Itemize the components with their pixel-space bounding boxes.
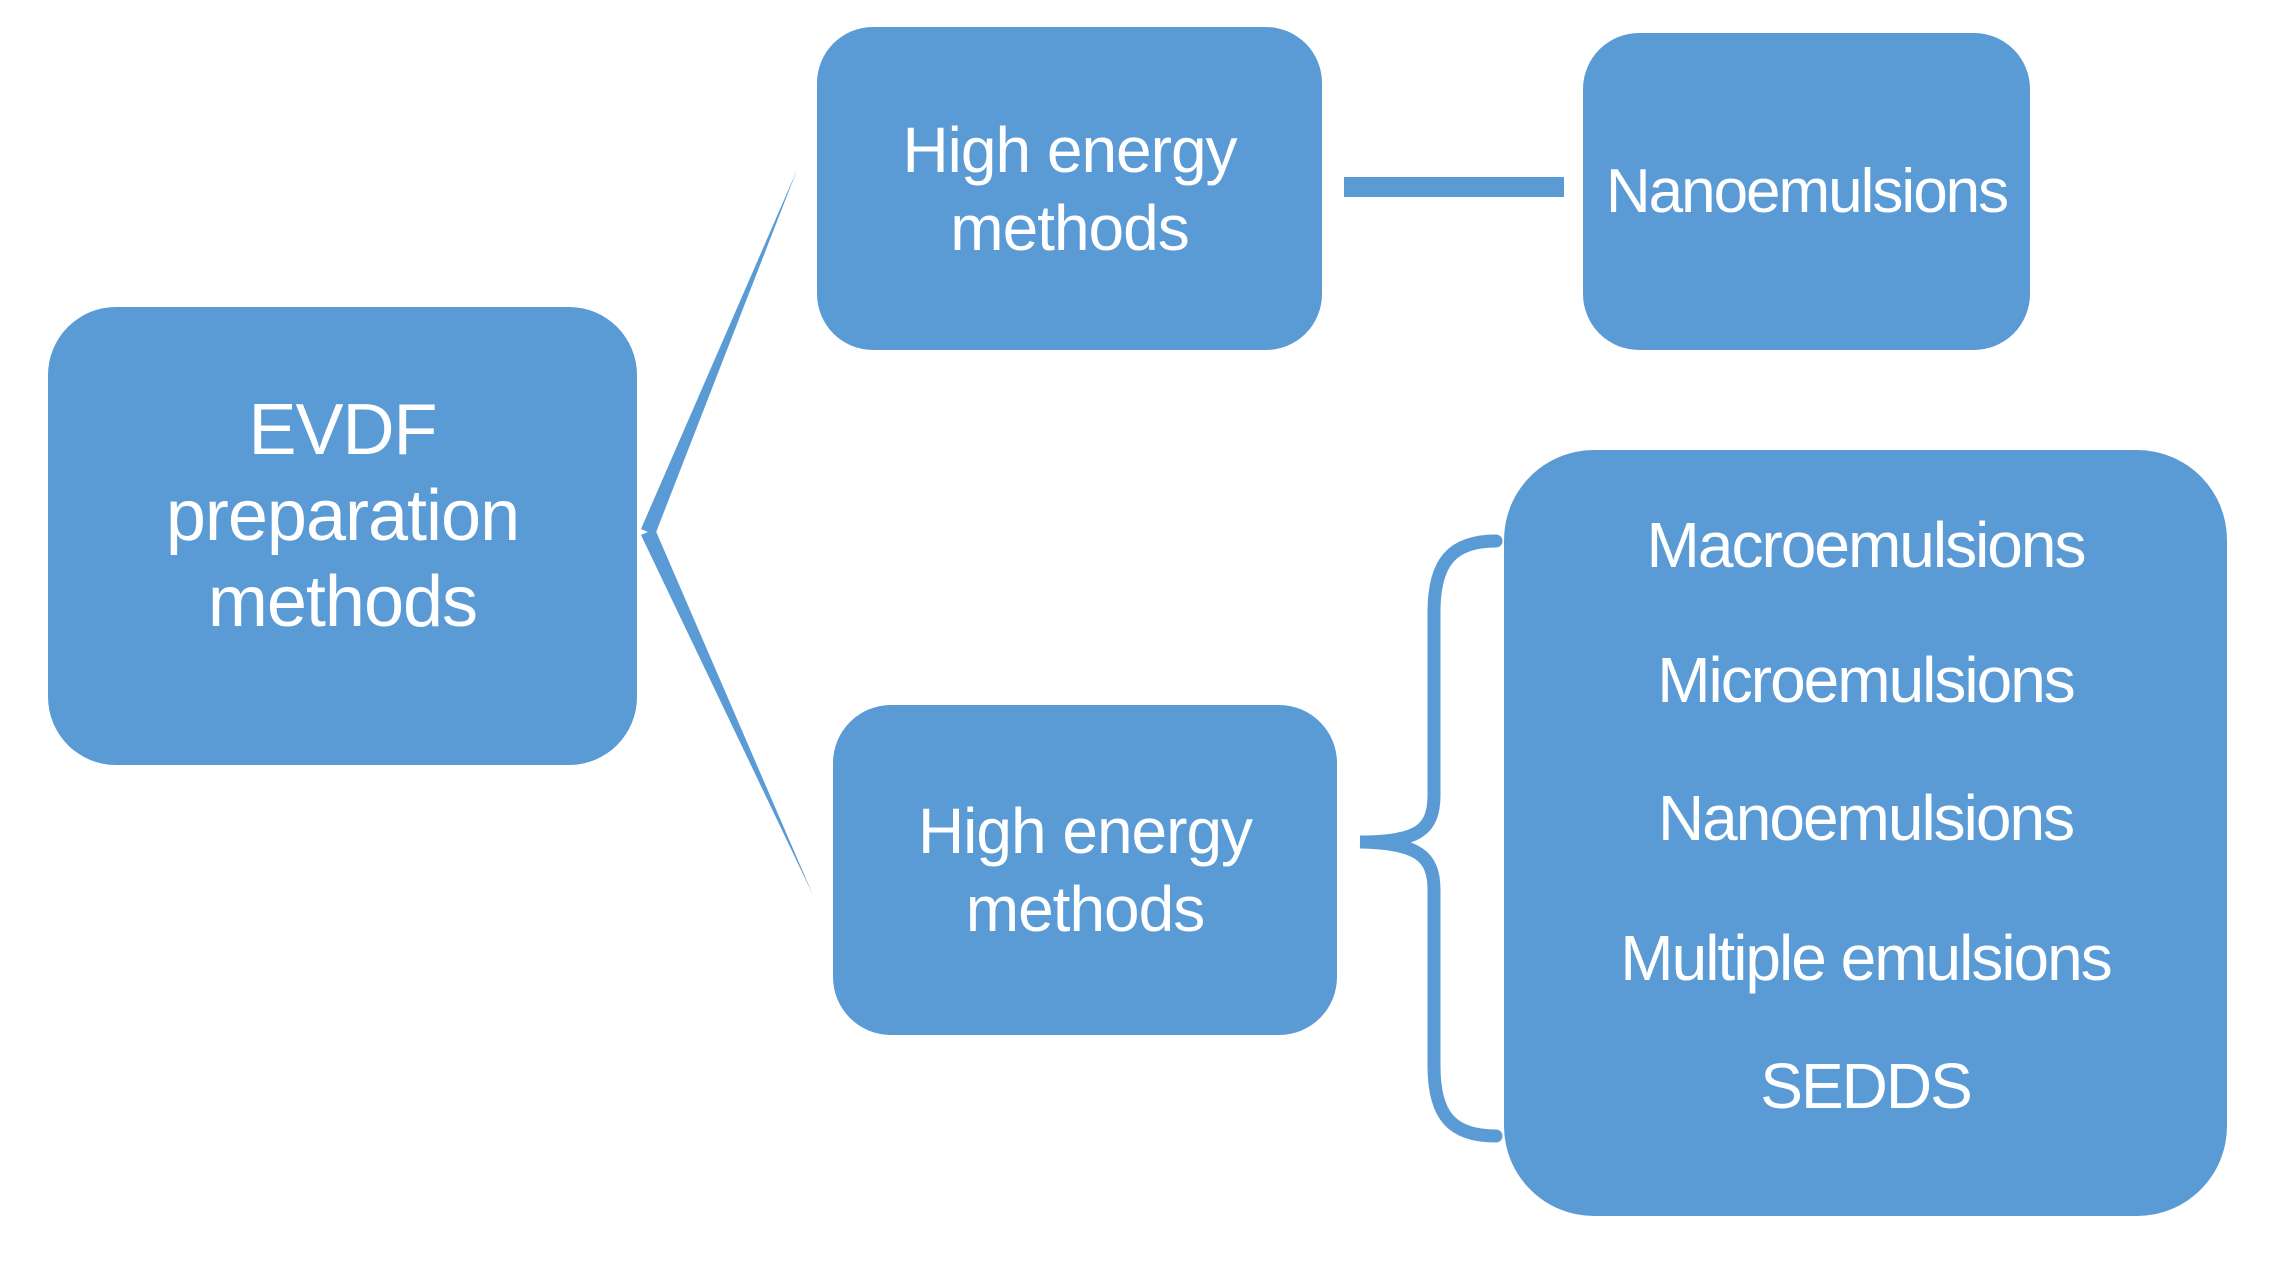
bottom-branch-label: High energy methods	[917, 795, 1253, 945]
leaf-box-nanoemulsions: Nanoemulsions	[1583, 33, 2030, 350]
branch-line-down	[641, 529, 813, 895]
root-box-evdf-preparation-methods: EVDF preparation methods	[48, 307, 637, 765]
group-item-multiple-emulsions: Multiple emulsions	[1620, 922, 2112, 994]
branch-line-up	[641, 170, 797, 535]
group-item-nanoemulsions: Nanoemulsions	[1657, 782, 2075, 854]
group-item-sedds: SEDDS	[1760, 1050, 1973, 1122]
curly-brace	[1359, 534, 1503, 1143]
top-branch-label: High energy methods	[902, 113, 1237, 264]
group-item-microemulsions: Microemulsions	[1657, 644, 2076, 716]
root-box-label: EVDF preparation methods	[165, 390, 520, 642]
horizontal-connector	[1344, 177, 1564, 197]
top-leaf-label: Nanoemulsions	[1605, 156, 2009, 226]
group-box-emulsion-types: Macroemulsions Microemulsions Nanoemulsi…	[1504, 450, 2227, 1216]
group-item-macroemulsions: Macroemulsions	[1646, 509, 2087, 581]
bottom-branch-box-high-energy-methods: High energy methods	[833, 705, 1337, 1035]
top-branch-box-high-energy-methods: High energy methods	[817, 27, 1322, 350]
